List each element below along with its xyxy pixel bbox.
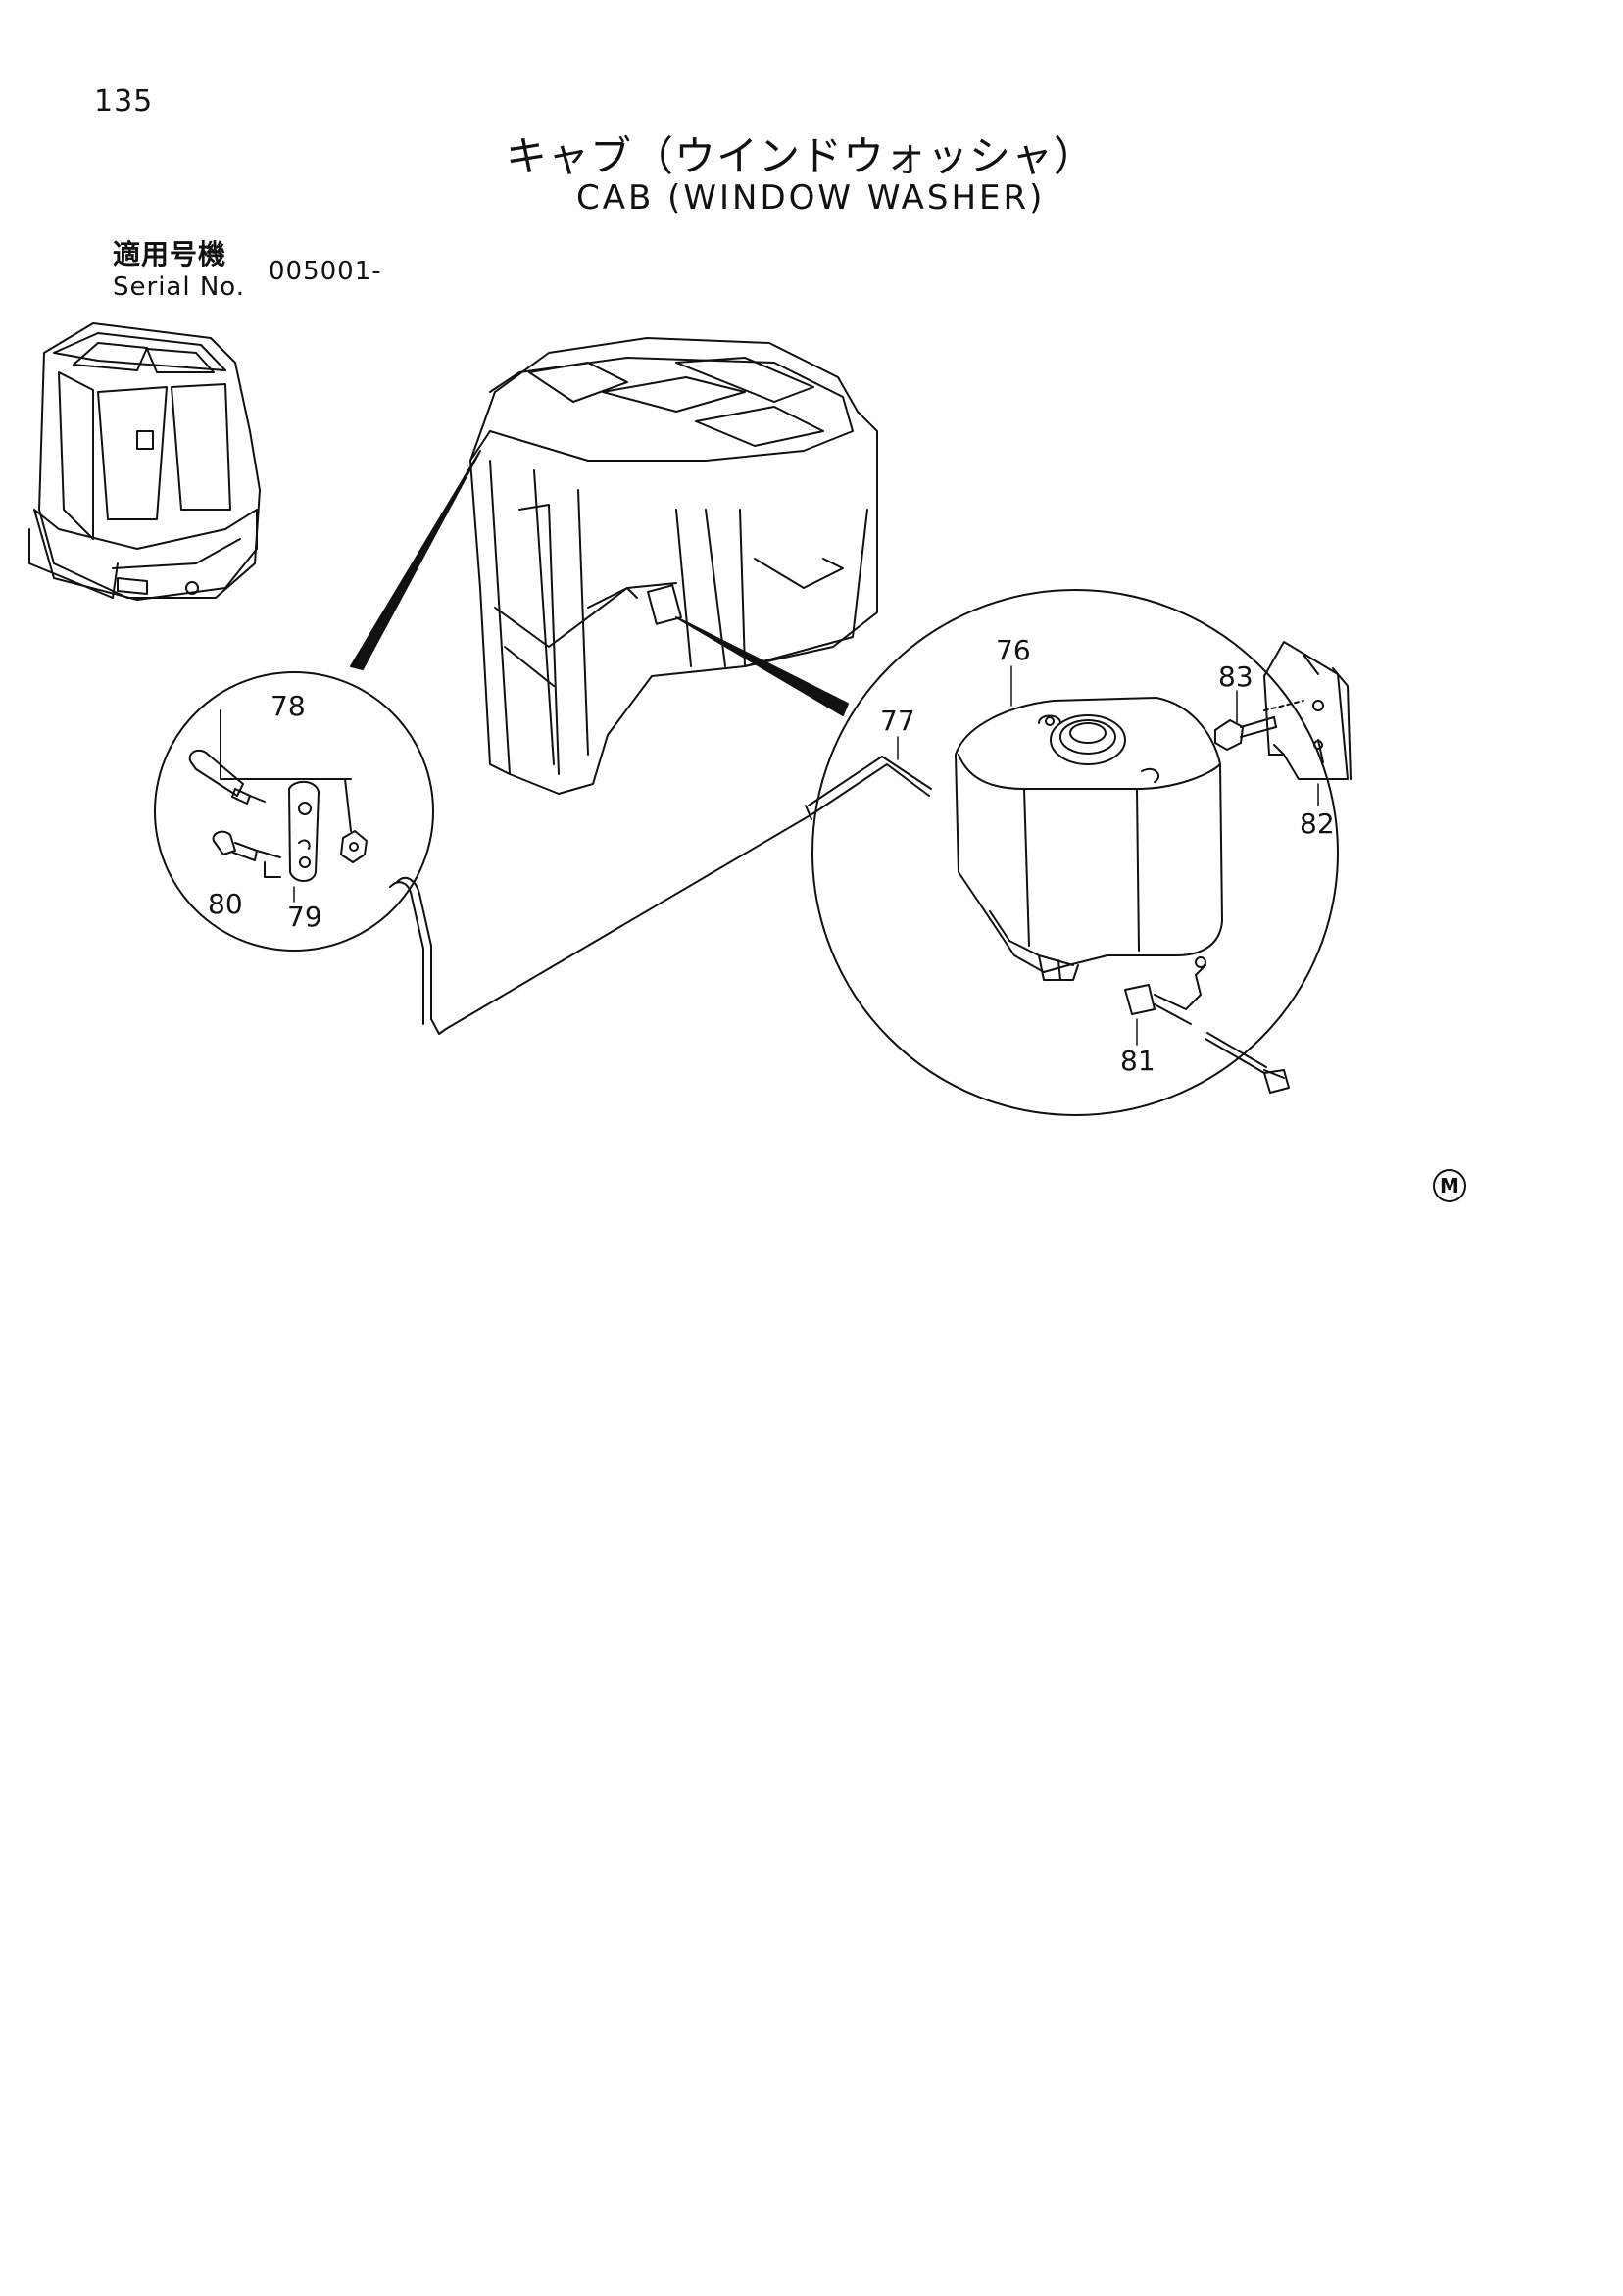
callouts: 78 79 80 77 76 83 82 81 xyxy=(208,634,1335,1077)
machine-thumbnail-icon xyxy=(28,322,261,601)
washer-tank-icon xyxy=(955,697,1223,981)
m-stamp-icon: M xyxy=(1433,1169,1466,1202)
leader-wedge-right xyxy=(675,616,849,716)
callout-79: 79 xyxy=(287,901,322,933)
serial-label-japanese: 適用号機 xyxy=(113,238,227,270)
serial-label-english: Serial No. xyxy=(113,272,245,302)
callout-80: 80 xyxy=(208,888,243,920)
page-title-english: CAB (WINDOW WASHER) xyxy=(576,178,1046,218)
detail-circle-nozzle xyxy=(154,671,434,952)
cab-body-icon xyxy=(469,337,878,795)
harness-icon xyxy=(1124,956,1290,1094)
tank-bracket-icon xyxy=(1263,641,1352,780)
bolt-icon xyxy=(1214,700,1304,751)
leader-wedge-left xyxy=(350,450,481,670)
nozzle-bracket-icon xyxy=(288,778,352,882)
callout-78: 78 xyxy=(270,690,306,722)
nozzle-icon xyxy=(188,709,352,805)
page-title-japanese: キャブ（ウインドウォッシャ） xyxy=(506,132,1097,180)
nut-icon xyxy=(340,830,368,863)
callout-77: 77 xyxy=(880,705,915,737)
washer-hose-icon xyxy=(389,756,932,1035)
callout-83: 83 xyxy=(1218,660,1254,693)
serial-value: 005001- xyxy=(269,257,382,286)
screw-icon xyxy=(212,830,281,878)
detail-circle-tank xyxy=(812,589,1339,1116)
page-number: 135 xyxy=(94,84,154,119)
callout-81: 81 xyxy=(1120,1045,1156,1077)
callout-76: 76 xyxy=(996,634,1031,666)
callout-82: 82 xyxy=(1300,807,1335,840)
callout-leaders xyxy=(293,665,1319,1046)
